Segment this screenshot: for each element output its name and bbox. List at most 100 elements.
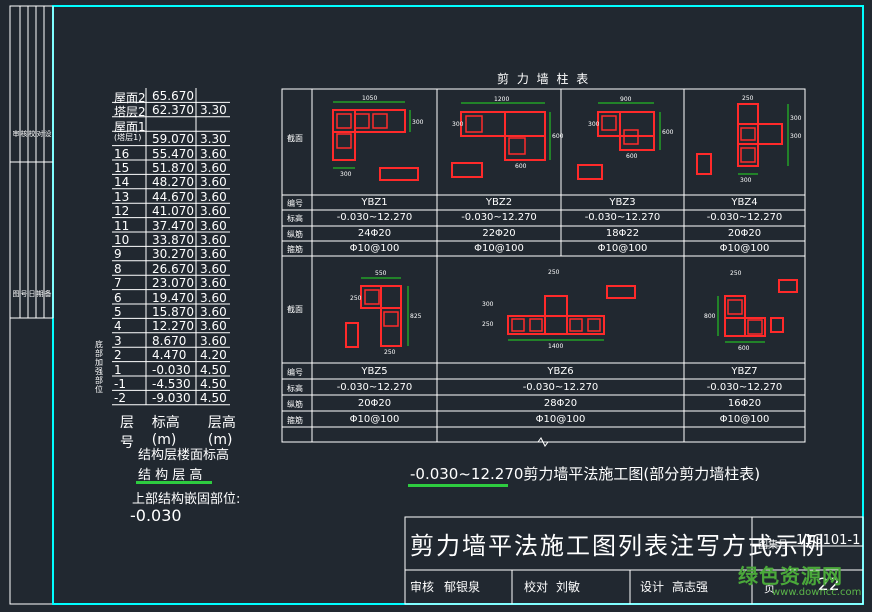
floor-cell-height: 4.50 — [200, 362, 227, 377]
drawing-caption: -0.030~12.270剪力墙平法施工图(部分剪力墙柱表) — [410, 465, 761, 483]
design-name: 高志强 — [672, 580, 709, 594]
reinforced-zone-label: 底部加强部位 — [95, 340, 103, 394]
floor-cell-elev: 55.470 — [152, 146, 194, 161]
ybz-cell-long-bar: 20Φ20 — [357, 398, 392, 409]
ybz-cell-elev: -0.030~12.270 — [461, 212, 537, 223]
row-label-number: 编号 — [287, 368, 303, 377]
floor-table-grid — [112, 88, 230, 406]
floor-cell-height: 3.60 — [200, 189, 227, 204]
drawing-title: 剪力墙平法施工图列表注写方式示例 — [410, 532, 826, 560]
ybz-cell-elev: -0.030~12.270 — [706, 382, 783, 393]
floor-cell-floor: -2 — [114, 391, 126, 406]
ybz-cell-stirrup: Φ10@100 — [719, 243, 770, 254]
ybz-cell-elev: -0.030~12.270 — [706, 212, 783, 223]
row-label-number: 编号 — [287, 199, 303, 208]
ybz2-section — [451, 102, 551, 178]
legend-embed-value: -0.030 — [130, 506, 182, 525]
floor-cell-floor: 15 — [114, 161, 130, 175]
ybz-cell-long-bar: 18Φ22 — [605, 228, 640, 239]
floor-cell-elev: 26.670 — [152, 261, 194, 276]
strip-label: 日 — [28, 290, 36, 298]
floor-cell-elev: 12.270 — [152, 319, 194, 334]
floor-cell-floor: 9 — [114, 247, 122, 262]
row-label-long-bar: 纵筋 — [287, 230, 303, 239]
legend-floor-elev: 结构层楼面标高 — [138, 448, 230, 463]
atlas-number: 11G101-1 — [796, 533, 861, 548]
floor-cell-height: 3.60 — [200, 261, 227, 276]
dim-label: 300 — [412, 119, 424, 126]
floor-cell-elev: 59.070 — [152, 132, 194, 147]
floor-cell-elev: -0.030 — [152, 362, 191, 377]
floor-cell-height: 3.60 — [200, 319, 227, 334]
ybz1-section — [332, 101, 419, 181]
ybz5-section — [345, 277, 409, 348]
strip-label: 对 — [36, 130, 44, 138]
floor-cell-elev: 41.070 — [152, 204, 194, 219]
floor-cell-height: 3.60 — [200, 290, 227, 305]
review-label: 审核 — [410, 580, 435, 594]
floor-cell-floor: 塔层2 — [114, 105, 146, 120]
floor-cell-elev: -9.030 — [152, 391, 191, 406]
floor-cell-floor: 6 — [114, 290, 122, 305]
floor-cell-floor: 13 — [114, 189, 130, 204]
strip-label: 校 — [28, 130, 36, 138]
ybz-cell-name: YBZ7 — [731, 366, 758, 377]
ybz-cell-name: YBZ3 — [609, 197, 636, 208]
ybz-cell-elev: -0.030~12.270 — [336, 212, 413, 223]
floor-cell-height: 3.60 — [200, 146, 227, 161]
ybz-cell-name: YBZ1 — [361, 197, 388, 208]
dim-label: 300 — [588, 121, 600, 128]
floor-cell-height: 3.60 — [200, 233, 227, 247]
floor-cell-floor: (塔层1) — [114, 133, 142, 143]
atlas-label: 图集号 — [758, 540, 788, 551]
floor-cell-elev: 30.270 — [152, 247, 194, 262]
ybz-cell-name: YBZ6 — [547, 366, 574, 377]
header-elev: 标高(m) — [151, 415, 180, 448]
floor-cell-elev: -4.530 — [152, 377, 191, 391]
dim-label: 250 — [482, 321, 494, 328]
row-label-long-bar: 纵筋 — [287, 400, 303, 409]
strip-label: 备 — [44, 290, 52, 298]
row-label-stirrup: 箍筋 — [287, 245, 303, 254]
row-label-section: 截面 — [287, 134, 303, 143]
floor-cell-elev: 33.870 — [152, 233, 194, 247]
dim-label: 900 — [620, 96, 632, 103]
floor-table-header: 层号 标高(m) 层高(m) — [120, 412, 260, 452]
floor-cell-height: 3.60 — [200, 276, 227, 291]
ybz-cell-elev: -0.030~12.270 — [522, 382, 599, 393]
strip-label: 期 — [36, 290, 44, 298]
row-label-elevation: 标高 — [287, 214, 303, 223]
floor-cell-floor: 7 — [114, 276, 122, 291]
floor-cell-floor: 11 — [114, 218, 130, 233]
floor-cell-floor: 1 — [114, 362, 122, 377]
ybz-cell-name: YBZ2 — [485, 197, 513, 208]
header-floor: 层号 — [120, 415, 134, 451]
dim-label: 600 — [515, 163, 527, 170]
floor-cell-height: 3.60 — [200, 204, 227, 219]
ybz-cell-long-bar: 22Φ20 — [482, 228, 516, 239]
dim-label: 825 — [410, 313, 422, 320]
dim-label: 300 — [452, 121, 464, 128]
ybz6-section — [507, 285, 636, 341]
design-label: 设计 — [640, 580, 665, 594]
floor-cell-floor: 10 — [114, 233, 130, 247]
dim-label: 600 — [738, 345, 750, 352]
caption-green-bar — [408, 484, 508, 487]
floor-cell-elev: 48.270 — [152, 175, 194, 190]
ybz-cell-elev: -0.030~12.270 — [584, 212, 661, 223]
ybz-cell-stirrup: Φ10@100 — [719, 414, 770, 425]
ybz4-section — [696, 103, 789, 175]
floor-cell-floor: 3 — [114, 333, 122, 348]
strip-top-labels: 审 核 校 对 设 — [12, 130, 52, 138]
floor-cell-floor: 5 — [114, 305, 122, 319]
dim-label: 250 — [384, 349, 396, 356]
ybz3-section — [577, 102, 661, 180]
legend-green-bar — [136, 481, 212, 484]
dim-label: 600 — [552, 133, 564, 140]
floor-cell-elev: 65.670 — [152, 89, 194, 103]
floor-cell-floor: 14 — [114, 175, 130, 190]
floor-cell-elev: 19.470 — [152, 290, 194, 305]
ybz-cell-stirrup: Φ10@100 — [349, 243, 400, 254]
floor-cell-floor: 12 — [114, 204, 130, 219]
dim-label: 1400 — [548, 343, 563, 350]
